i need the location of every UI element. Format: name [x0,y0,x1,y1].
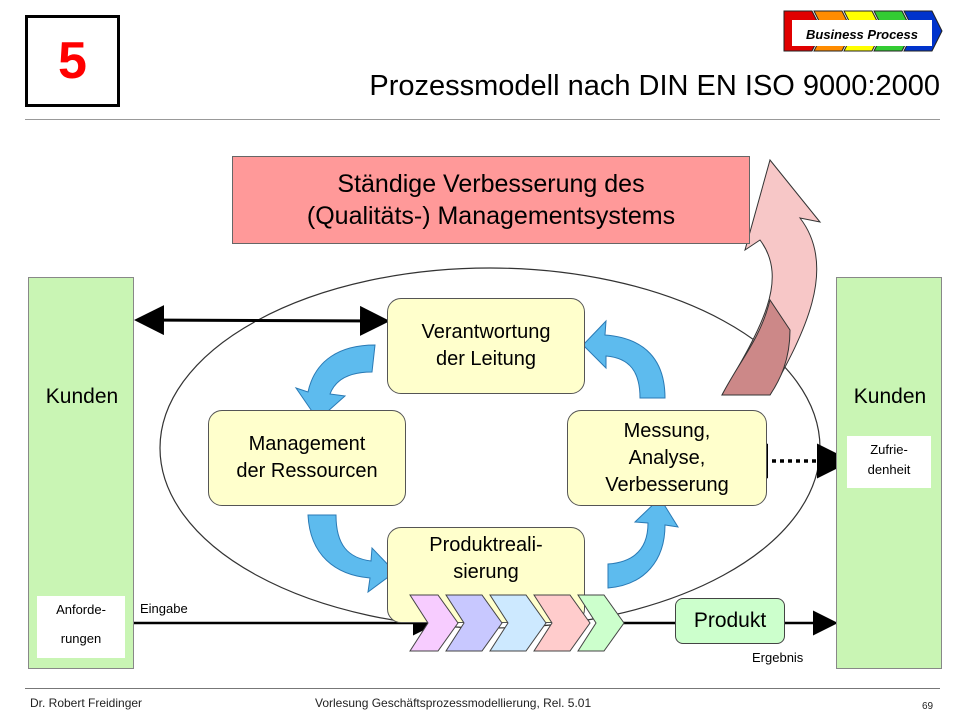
customer-left-label: Kunden [45,385,119,408]
footer-divider [25,688,940,689]
page-title: Prozessmodell nach DIN EN ISO 9000:2000 [369,70,940,102]
responsibility-line2: der Leitung [435,348,537,370]
chevron-2 [445,594,503,652]
measurement-line3: Verbesserung [605,473,729,496]
cycle-arrow-top-left [294,344,376,421]
satisfaction-box: Zufrie- denheit [847,436,931,488]
improvement-text-line1: Ständige Verbesserung des [337,169,645,198]
improvement-text-line2: (Qualitäts-) Managementsystems [306,202,676,230]
chapter-number-box: 5 [25,15,120,107]
footer-author: Dr. Robert Freidinger [30,696,143,710]
communication-arrow [134,305,390,336]
cycle-arrow-top-right [582,319,666,399]
resource-management-box: Management der Ressourcen [208,410,406,506]
satisfaction-line1: Zufrie- [870,442,908,457]
product-label: Produkt [693,609,767,632]
product-box: Produkt [675,598,785,644]
responsibility-line1: Verantwortung [421,321,551,343]
realization-line2: sierung [453,561,519,583]
logo-text: Business Process [806,27,918,42]
logo-text-background [792,20,932,46]
chevron-4 [533,594,591,652]
improvement-up-arrow [721,158,822,396]
management-responsibility-box: Verantwortung der Leitung [387,298,585,394]
measurement-line2: Analyse, [628,446,706,469]
chevron-5 [577,594,625,652]
requirements-line1: Anforde- [56,602,106,617]
requirements-line2: rungen [60,630,102,646]
business-process-logo: Business Process [783,10,943,52]
cycle-arrow-bottom-right [607,497,679,589]
customer-right: Kunden Zufrie- denheit [836,277,942,669]
input-label: Eingabe [140,601,188,616]
resources-line1: Management [248,433,366,455]
chevron-1 [409,594,459,652]
footer-course: Vorlesung Geschäftsprozessmodellierung, … [315,696,592,710]
realization-line1: Produktreali- [429,534,543,556]
requirements-box: Anforde- rungen [37,596,125,658]
measurement-line1: Messung, [623,419,711,442]
customer-right-label: Kunden [853,385,927,408]
customer-left: Kunden Anforde- rungen [28,277,134,669]
measurement-analysis-box: Messung, Analyse, Verbesserung [567,410,767,506]
resources-line2: der Ressourcen [236,460,378,482]
satisfaction-line2: denheit [867,462,911,478]
continuous-improvement-box: Ständige Verbesserung des (Qualitäts-) M… [232,156,750,244]
value-chain-chevrons [409,594,625,652]
chapter-number: 5 [58,32,87,90]
output-label: Ergebnis [752,650,804,665]
improvement-arrow-base [721,298,791,396]
footer-page-number: 69 [922,701,934,712]
chevron-3 [489,594,547,652]
header-divider [25,119,940,120]
cycle-arrow-bottom-left [307,514,396,594]
